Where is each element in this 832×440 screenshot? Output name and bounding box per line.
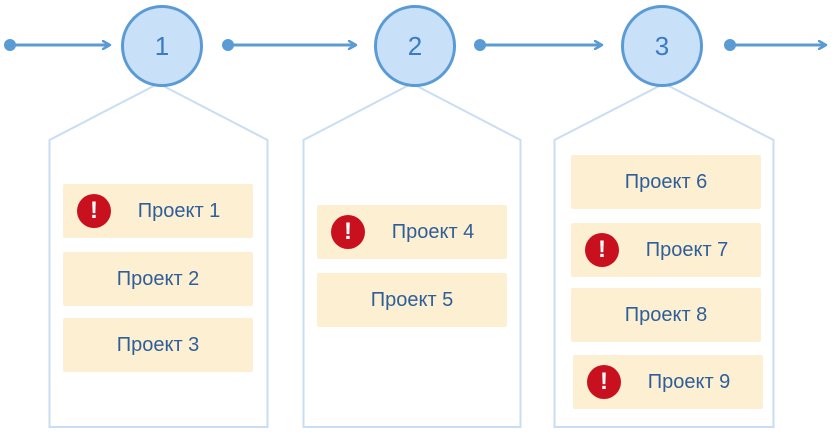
- flow-arrow-3: [474, 39, 602, 51]
- project-card-7: ! Проект 7: [571, 223, 761, 277]
- flow-arrow-4: [724, 39, 826, 51]
- project-card-8: Проект 8: [571, 288, 761, 342]
- exclamation-circle-icon: !: [331, 215, 365, 249]
- step-circle-2: 2: [374, 5, 456, 87]
- project-label: Проект 1: [137, 199, 221, 222]
- exclamation-circle-icon: !: [585, 233, 619, 267]
- project-card-9: ! Проект 9: [573, 355, 763, 409]
- project-card-5: Проект 5: [317, 273, 507, 327]
- flow-arrow-1: [4, 39, 110, 51]
- step-number: 1: [154, 31, 170, 61]
- flow-arrow-2: [222, 39, 356, 51]
- project-label: Проект 8: [624, 303, 708, 326]
- project-card-2: Проект 2: [63, 252, 253, 306]
- project-label: Проект 4: [391, 220, 475, 243]
- project-card-6: Проект 6: [571, 155, 761, 209]
- project-card-3: Проект 3: [63, 318, 253, 372]
- step-number: 3: [654, 31, 670, 61]
- step-number: 2: [407, 31, 423, 61]
- exclamation-circle-icon: !: [77, 194, 111, 228]
- project-card-4: ! Проект 4: [317, 205, 507, 259]
- project-label: Проект 3: [116, 333, 200, 356]
- project-label: Проект 6: [624, 170, 708, 193]
- project-label: Проект 2: [116, 267, 200, 290]
- project-card-1: ! Проект 1: [63, 184, 253, 238]
- exclamation-circle-icon: !: [587, 365, 621, 399]
- step-circle-1: 1: [121, 5, 203, 87]
- project-label: Проект 5: [370, 288, 454, 311]
- step-circle-3: 3: [621, 5, 703, 87]
- project-label: Проект 9: [647, 370, 731, 393]
- project-label: Проект 7: [645, 238, 729, 261]
